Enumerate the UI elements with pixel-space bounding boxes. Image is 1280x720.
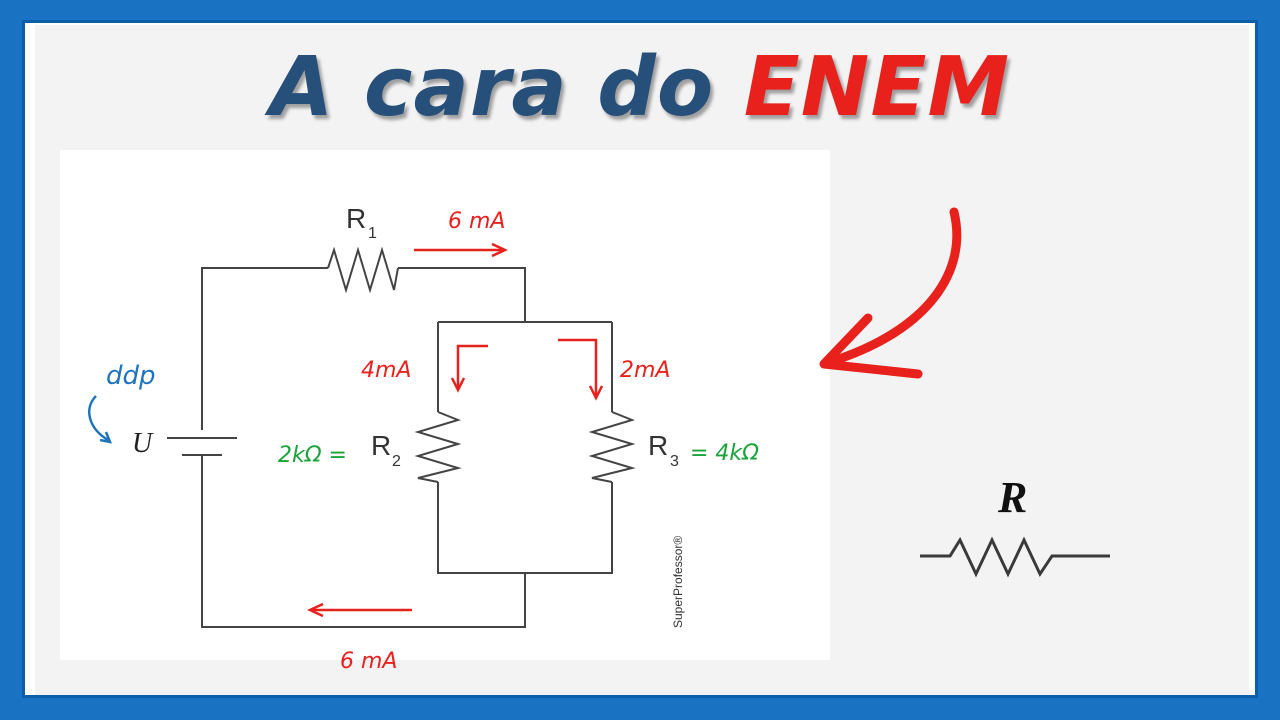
- arrow-left-branch: [450, 344, 488, 393]
- page-title: A cara do ENEM: [0, 40, 1280, 135]
- circuit-panel: [60, 150, 830, 660]
- current-left-branch-label: 4mA: [361, 358, 411, 383]
- resistor-r2: [414, 411, 462, 483]
- ddp-arrow: [88, 395, 113, 444]
- source-label: U: [132, 428, 154, 459]
- wire-left-top: [201, 267, 328, 430]
- arrow-right-branch: [558, 338, 604, 401]
- r1-label: R: [346, 203, 366, 234]
- r2-value-label: 2kΩ =: [278, 443, 347, 468]
- title-accent: ENEM: [743, 40, 1011, 135]
- r2-subscript: 2: [392, 453, 401, 470]
- resistor-symbol: [920, 536, 1110, 578]
- circuit-wires: [201, 267, 613, 628]
- r1-subscript: 1: [368, 225, 377, 242]
- red-pointer-arrow: [819, 207, 962, 379]
- r3-label: R: [648, 430, 668, 461]
- current-right-branch-label: 2mA: [620, 358, 670, 383]
- title-main: A cara do: [269, 40, 715, 135]
- r3-value-label: = 4kΩ: [690, 441, 759, 466]
- ddp-note: ddp: [106, 361, 156, 391]
- watermark: SuperProfessor®: [671, 536, 685, 628]
- wire-top-right: [398, 267, 526, 322]
- arrow-bottom-left: [307, 602, 412, 618]
- resistor-r3: [588, 411, 636, 483]
- current-bottom-label: 6 mA: [340, 649, 397, 674]
- wire-branch-bottom: [437, 482, 613, 574]
- r3-subscript: 3: [670, 453, 679, 470]
- r2-label: R: [371, 430, 391, 461]
- current-top-label: 6 mA: [448, 209, 505, 234]
- wire-bottom: [201, 455, 526, 628]
- resistor-r1: [327, 246, 399, 294]
- symbol-label: R: [997, 473, 1027, 522]
- arrow-top-right: [414, 242, 508, 258]
- battery-symbol: [167, 437, 237, 456]
